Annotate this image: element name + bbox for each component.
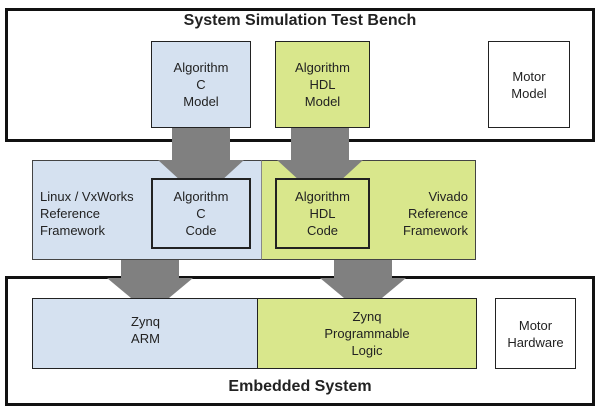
motor-hardware-box: Motor Hardware (495, 298, 576, 369)
vivado-label: Vivado Reference Framework (402, 189, 468, 238)
zynq-programmable-logic-box: Zynq Programmable Logic (257, 298, 477, 369)
motor-model-box: Motor Model (488, 41, 570, 128)
arrow-c-code-to-arm (107, 258, 193, 298)
linux-vxworks-label: Linux / VxWorks Reference Framework (40, 189, 134, 238)
algorithm-c-code-box: Algorithm C Code (151, 178, 251, 249)
embedded-system-title: Embedded System (228, 378, 372, 395)
algorithm-hdl-code-box: Algorithm HDL Code (275, 178, 370, 249)
arrow-head-c (158, 128, 244, 182)
arrow-hdl-code-to-pl (320, 258, 406, 298)
zynq-arm-box: Zynq ARM (32, 298, 258, 369)
test-bench-title: System Simulation Test Bench (183, 12, 417, 29)
arrow-head-hdl (277, 128, 363, 182)
algorithm-hdl-model-box: Algorithm HDL Model (275, 41, 370, 128)
algorithm-c-model-box: Algorithm C Model (151, 41, 251, 128)
